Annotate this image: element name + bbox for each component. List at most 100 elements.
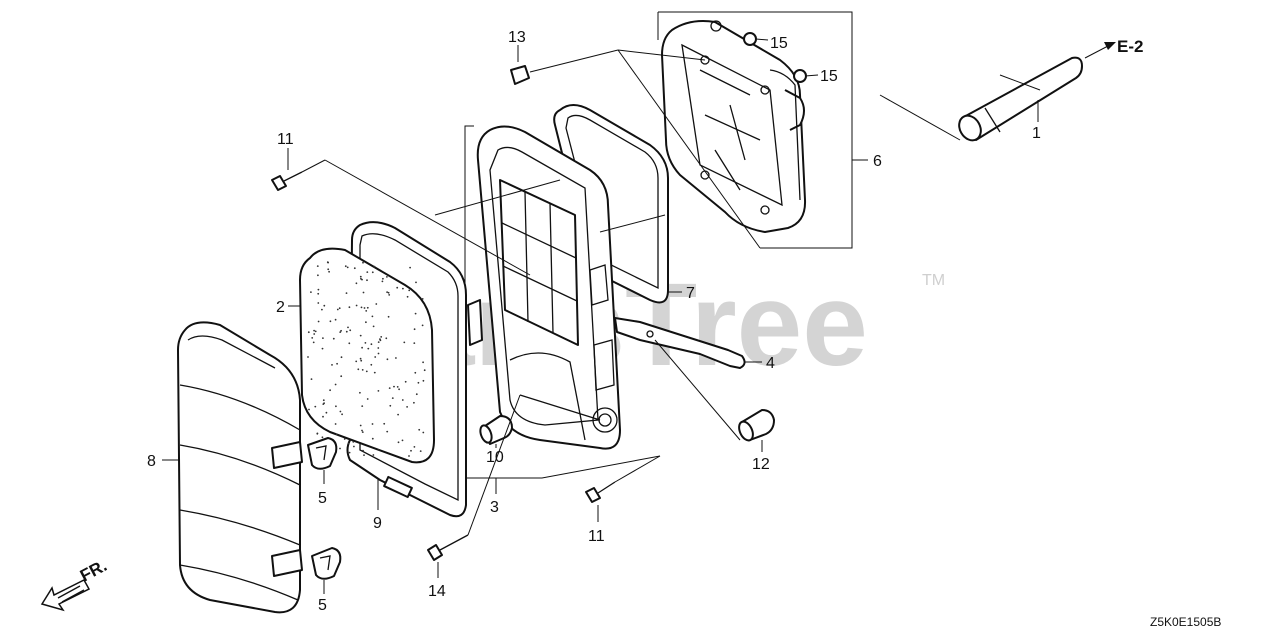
tube-end	[958, 114, 982, 142]
callout-12: 12	[752, 456, 770, 473]
case-hole-d	[760, 205, 770, 215]
cap-12-end	[738, 420, 754, 442]
bracket-4-hole	[646, 330, 654, 338]
holder-grid-bars	[501, 191, 578, 334]
cover-8-shell	[177, 321, 301, 614]
cover-8-rim	[187, 335, 276, 369]
leader-15-lower	[804, 74, 819, 77]
part-12-cap	[738, 409, 775, 442]
callout-labels: 1 2 3 4 5 5 6 7 8 9 10 11 11 12 13 14 15…	[147, 29, 1041, 614]
callout-4: 4	[766, 355, 775, 372]
leader-11-upper-b	[324, 159, 531, 276]
part-3-holder	[464, 125, 661, 479]
nut-13	[510, 65, 530, 85]
part-13-nut	[510, 65, 530, 85]
part-2-element	[299, 247, 435, 464]
callout-7: 7	[686, 285, 695, 302]
reference-arrow-e2: E-2	[1084, 37, 1143, 59]
callout-11-upper: 11	[277, 131, 294, 148]
callout-14: 14	[428, 583, 446, 600]
leader-1	[879, 94, 961, 141]
leader-gasket-case	[599, 214, 666, 233]
leader-11-upper-a	[301, 159, 326, 173]
leader-1-label	[999, 74, 1041, 91]
cover-8-ribs	[179, 384, 301, 601]
part-6-case	[657, 11, 853, 249]
front-direction-arrow: FR.	[40, 556, 110, 612]
bolt-11-upper-head	[271, 175, 287, 191]
e2-arrow-shaft	[1084, 45, 1109, 59]
element-2-foam	[299, 247, 435, 464]
leader-13	[529, 49, 619, 73]
case-ribs	[699, 69, 761, 191]
cover-8-latch-lower	[271, 549, 303, 577]
part-6-bracket	[658, 11, 853, 249]
holder-tab-lower	[593, 339, 615, 391]
holder-port-inner	[598, 413, 612, 427]
leader-13-down	[617, 49, 761, 249]
part-4-bracket	[614, 317, 746, 369]
seal-9-inner	[359, 233, 459, 502]
callout-1: 1	[1032, 125, 1041, 142]
nut-15-upper	[743, 32, 757, 46]
callout-3: 3	[490, 499, 499, 516]
leader-14	[467, 394, 521, 536]
watermark-trademark: TM	[922, 272, 945, 289]
part-1-tube	[958, 56, 1083, 142]
leader-13-case	[617, 49, 706, 61]
bolt-11-lower-head	[585, 487, 601, 503]
holder-inner-wall	[489, 146, 599, 426]
leader-lines	[301, 38, 1041, 536]
bolt-14-head	[427, 544, 443, 561]
tube-band	[984, 107, 1001, 133]
label-ticks	[162, 45, 1039, 594]
callout-2: 2	[276, 299, 285, 316]
clip-5-lower-detail	[319, 555, 331, 571]
callout-15-lower: 15	[820, 68, 838, 85]
case-inner-wall	[681, 43, 783, 207]
clip-5-upper	[307, 437, 338, 470]
case-side-boss	[784, 89, 805, 131]
leader-12	[654, 339, 741, 441]
part-15-nuts	[743, 32, 807, 83]
callout-8: 8	[147, 453, 156, 470]
clip-5-upper-detail	[315, 445, 327, 461]
part-5-clips	[307, 437, 342, 580]
clip-5-lower	[311, 547, 342, 580]
bolt-11-lower-shank	[597, 481, 616, 494]
grommet-10-end	[479, 424, 493, 444]
part-11-bolts	[271, 171, 616, 503]
leader-holder-seal	[434, 179, 561, 216]
case-edge	[769, 69, 801, 201]
fr-arrow-hatch	[57, 585, 85, 603]
holder-port	[592, 407, 618, 433]
element-2-texture	[307, 261, 426, 457]
seal-9-tab	[383, 475, 413, 499]
leader-15-upper	[755, 38, 769, 41]
fr-arrow-icon	[40, 579, 91, 612]
case-hole-b	[760, 85, 770, 95]
case-hole-top	[710, 20, 722, 32]
callout-13: 13	[508, 29, 526, 46]
part-8-cover	[177, 321, 303, 614]
callout-10: 10	[486, 449, 504, 466]
reference-label: E-2	[1117, 37, 1143, 56]
callout-11-lower: 11	[588, 528, 605, 545]
holder-lower-chamber	[509, 352, 601, 441]
callout-6: 6	[873, 153, 882, 170]
callout-5-lower: 5	[318, 597, 327, 614]
part-14-bolt	[427, 534, 469, 561]
bracket-4-strip	[614, 317, 746, 369]
bolt-11-upper-shank	[283, 171, 303, 182]
cover-8-latch-upper	[271, 441, 303, 469]
holder-side-lug	[467, 299, 483, 346]
diagram-code: Z5K0E1505B	[1150, 615, 1221, 629]
leader-11-lower	[614, 455, 661, 483]
holder-tab-upper	[589, 264, 609, 306]
bolt-14-shank	[439, 534, 469, 551]
case-body	[661, 20, 807, 233]
nut-15-lower	[793, 69, 807, 83]
callout-15-upper: 15	[770, 35, 788, 52]
